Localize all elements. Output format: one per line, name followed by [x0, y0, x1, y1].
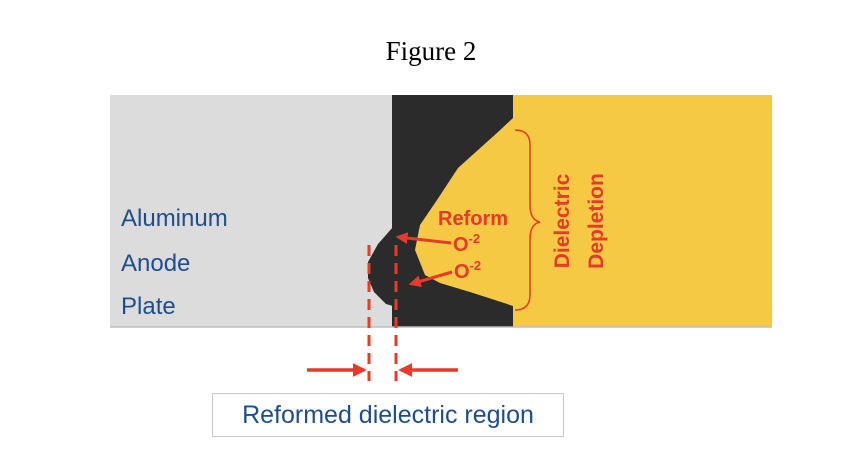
caption-box: Reformed dielectric region	[212, 393, 564, 437]
depletion-label-line2: Depletion	[585, 173, 608, 269]
oxygen-ion-1: O-2	[453, 231, 480, 256]
oxygen-ion-2: O-2	[454, 258, 481, 283]
ion-arrow-lower	[408, 270, 453, 288]
depletion-label-line1: Dielectric	[551, 173, 574, 268]
reformed-dielectric-bulge	[368, 227, 393, 306]
depletion-background	[513, 95, 772, 327]
caption-text: Reformed dielectric region	[242, 400, 534, 429]
aluminum-plate-region	[110, 95, 392, 327]
depletion-brace	[514, 129, 541, 311]
plate-label-line1: Aluminum	[121, 205, 228, 232]
ion-arrow-upper	[395, 232, 452, 245]
depletion-intrusion	[415, 118, 513, 306]
figure-title: Figure 2	[385, 36, 477, 66]
plate-label-line2: Anode	[121, 250, 190, 277]
plate-label-line3: Plate	[121, 293, 176, 320]
reform-label: Reform	[438, 208, 508, 230]
